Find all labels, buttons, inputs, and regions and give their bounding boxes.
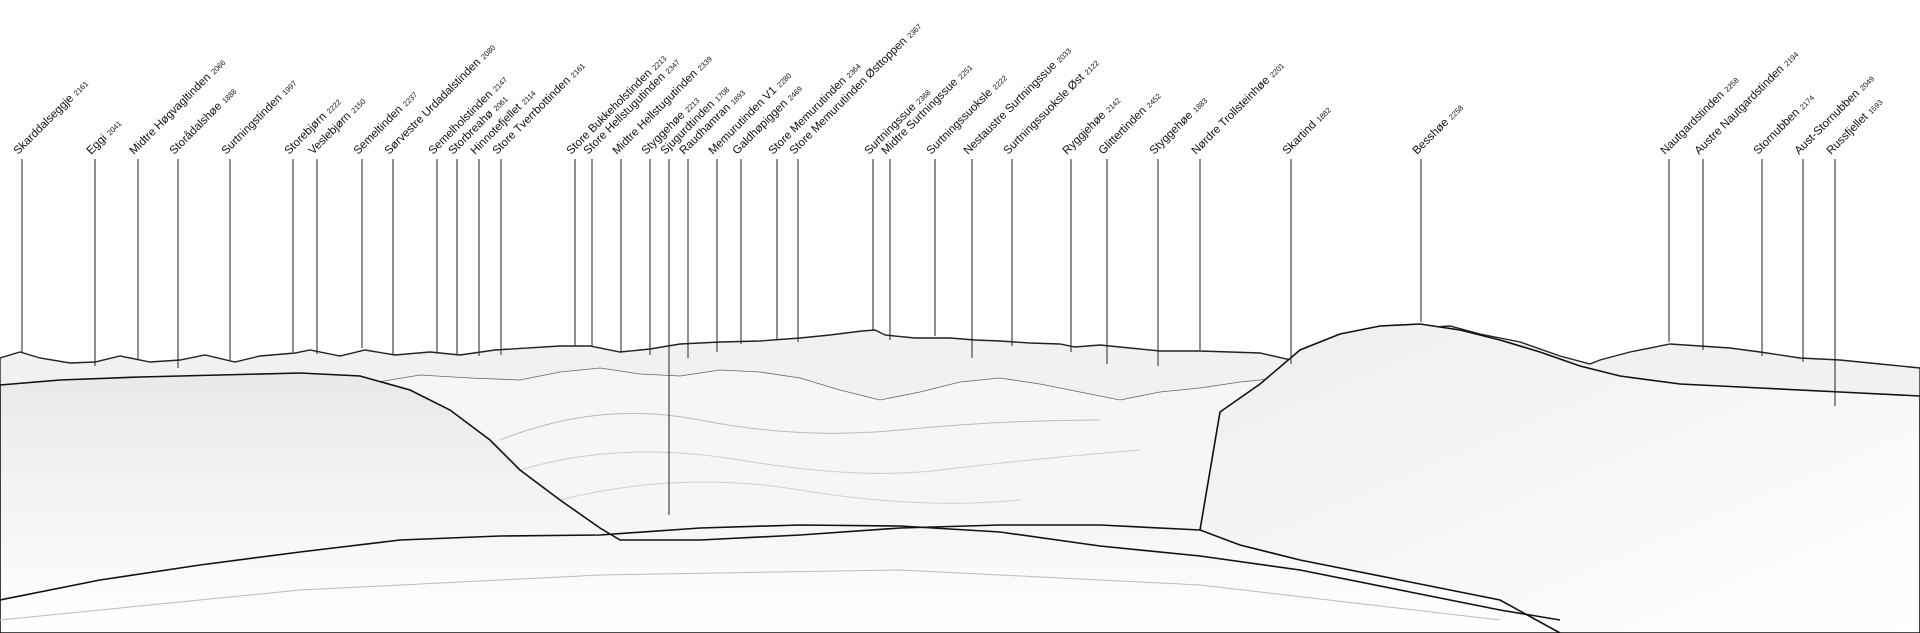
peak-elevation: 2161 bbox=[569, 61, 587, 79]
peak-name: Store Bukkeholstinden bbox=[565, 67, 655, 157]
lower-valley-shading bbox=[0, 569, 1501, 621]
peak-elevation: 2174 bbox=[1798, 93, 1816, 111]
peak-elevation: 1893 bbox=[729, 88, 747, 106]
valley-line bbox=[0, 524, 1561, 621]
peak-label: Russfjellet1593 bbox=[1825, 96, 1886, 157]
peak-name: Glittertinden bbox=[1097, 105, 1149, 157]
peak-label: Eggi2041 bbox=[85, 118, 124, 157]
peak-elevation: 1883 bbox=[1191, 96, 1209, 114]
peak-name: Nørdre Trollsteinhøe bbox=[1190, 75, 1273, 158]
peak-elevation: 2041 bbox=[105, 119, 123, 137]
peak-name: Midtre Høgvagltinden bbox=[128, 71, 214, 157]
peak-elevation: 2251 bbox=[956, 63, 974, 81]
peak-name: Skarddalseggje bbox=[12, 93, 77, 158]
peak-name: Besshøe bbox=[1411, 117, 1452, 158]
peak-elevation: 2150 bbox=[349, 97, 367, 115]
peak-elevation: 1997 bbox=[280, 79, 298, 97]
peak-label: Skartind1882 bbox=[1281, 104, 1334, 157]
peak-elevation: 2258 bbox=[1447, 103, 1465, 121]
peak-elevation: 2066 bbox=[209, 58, 227, 76]
peak-elevation: 2237 bbox=[401, 90, 419, 108]
peak-label: Skarddalseggje2161 bbox=[12, 78, 91, 157]
peak-elevation: 2049 bbox=[1858, 74, 1876, 92]
peak-elevation: 2080 bbox=[479, 43, 497, 61]
mid-shading-2 bbox=[519, 449, 1141, 474]
peak-name: Skartind bbox=[1281, 119, 1319, 157]
peak-elevation: 2033 bbox=[1055, 46, 1073, 64]
peak-elevation: 2147 bbox=[491, 75, 509, 93]
peak-label: Nørdre Trollsteinhøe2201 bbox=[1190, 60, 1287, 157]
peak-name: Midtre Surtningssue bbox=[880, 76, 961, 157]
peak-elevation: 2222 bbox=[991, 73, 1009, 91]
peak-elevation: 2201 bbox=[1268, 61, 1286, 79]
peak-elevation: 2452 bbox=[1145, 92, 1163, 110]
peak-elevation: 1593 bbox=[1866, 98, 1884, 116]
peak-elevation: 2469 bbox=[786, 84, 804, 102]
peak-elevation: 2161 bbox=[72, 79, 90, 97]
peak-name: Nautgardstinden bbox=[1659, 89, 1727, 157]
peak-elevation: 2194 bbox=[1782, 50, 1800, 68]
terrain-layer bbox=[0, 323, 1920, 633]
peak-elevation: 2280 bbox=[775, 71, 793, 89]
peak-elevation: 2339 bbox=[696, 55, 714, 73]
peak-elevation: 2142 bbox=[1104, 96, 1122, 114]
peak-elevation: 2122 bbox=[1083, 59, 1101, 77]
mid-shading-3 bbox=[559, 481, 1021, 504]
peak-elevation: 2258 bbox=[1723, 76, 1741, 94]
peak-elevation: 1888 bbox=[220, 87, 238, 105]
right-foreground-hill bbox=[1199, 323, 1920, 633]
peak-label: Besshøe2258 bbox=[1411, 102, 1466, 157]
peak-elevation: 2367 bbox=[905, 22, 923, 40]
peak-name: Styggehøe bbox=[1148, 109, 1196, 157]
peak-elevation: 1882 bbox=[1315, 106, 1333, 124]
peak-elevation: 2222 bbox=[325, 97, 343, 115]
mid-shading-1 bbox=[499, 412, 1101, 441]
peak-name: Eggi bbox=[85, 132, 110, 157]
peak-label: Midtre Surtningssue2251 bbox=[880, 62, 975, 157]
